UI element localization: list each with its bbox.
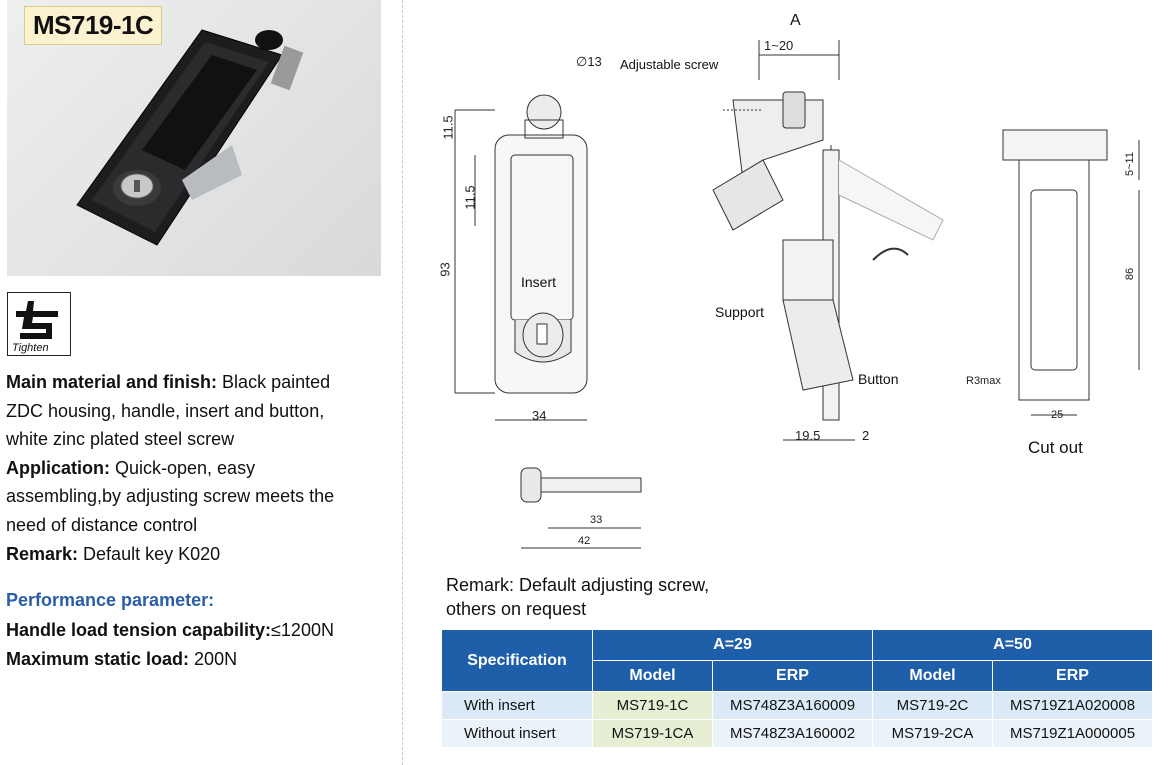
cutout-dim-25: 25	[1051, 409, 1064, 421]
material-line2: ZDC housing, handle, insert and button,	[6, 400, 325, 421]
load-value: ≤1200N	[271, 620, 334, 640]
cutout-dim-86: 86	[1124, 267, 1137, 281]
remark-line2: others on request	[446, 599, 587, 619]
dim-2: 2	[862, 428, 870, 443]
table-row: With insert MS719-1C MS748Z3A160009 MS71…	[441, 691, 1153, 720]
dim-11-5-mid: 11.5	[462, 185, 478, 210]
product-description: Main material and finish: Black painted …	[6, 368, 386, 568]
material-text: Black painted	[217, 372, 331, 392]
application-line2: assembling,by adjusting screw meets the	[6, 486, 335, 507]
remark-label: Remark:	[6, 543, 79, 564]
product-photo	[7, 0, 381, 276]
material-line3: white zinc plated steel screw	[6, 429, 235, 450]
group-header-a29: A=29	[592, 629, 873, 661]
logo-label: Tighten	[12, 342, 49, 354]
load-label: Handle load tension capability:	[6, 620, 272, 640]
row-model: MS719-1C	[592, 691, 713, 720]
row-spec: Without insert	[441, 719, 593, 748]
label-adjustable-screw: Adjustable screw	[620, 57, 719, 72]
row-spec: With insert	[441, 691, 593, 720]
group-header-a50: A=50	[872, 629, 1153, 661]
dim-range: 1~20	[764, 38, 794, 53]
cutout-dim-r3: R3max	[966, 375, 1001, 387]
performance-title: Performance parameter:	[6, 590, 215, 610]
table-row: Without insert MS719-1CA MS748Z3A160002 …	[441, 719, 1153, 748]
remark-line1: Remark: Default adjusting screw,	[446, 575, 710, 595]
screw-dim-33: 33	[590, 514, 603, 526]
row-model: MS719-1CA	[592, 719, 713, 748]
dim-93: 93	[437, 262, 453, 277]
remark-text: Default key K020	[78, 543, 221, 564]
col-model-1: Model	[592, 660, 713, 692]
screw-dim-42: 42	[578, 535, 591, 547]
row-erp: MS748Z3A160009	[712, 691, 873, 720]
col-model-2: Model	[872, 660, 993, 692]
performance-params: Handle load tension capability:≤1200N Ma…	[6, 616, 386, 673]
specification-table: Specification A=29 A=50 Model ERP Model …	[441, 629, 1153, 748]
dim-19-5: 19.5	[795, 428, 821, 443]
row-model: MS719-2C	[872, 691, 993, 720]
material-label: Main material and finish:	[6, 372, 218, 392]
row-erp: MS748Z3A160002	[712, 719, 873, 748]
label-support: Support	[715, 304, 765, 320]
dim-11-5-top: 11.5	[440, 115, 456, 140]
dim-a: A	[790, 12, 801, 29]
col-erp-2: ERP	[992, 660, 1153, 692]
label-insert: Insert	[521, 274, 557, 290]
static-label: Maximum static load:	[6, 648, 190, 669]
remark-note: Remark: Default adjusting screw, others …	[446, 573, 709, 621]
row-erp: MS719Z1A020008	[992, 691, 1153, 720]
application-text: Quick-open, easy	[110, 457, 256, 478]
row-erp: MS719Z1A000005	[992, 719, 1153, 748]
dim-34: 34	[532, 408, 547, 423]
application-label: Application:	[6, 457, 110, 478]
static-value: 200N	[189, 648, 238, 669]
product-code: MS719-1C	[24, 6, 163, 45]
label-button: Button	[858, 371, 899, 387]
application-line3: need of distance control	[6, 514, 198, 535]
spec-header: Specification	[441, 629, 593, 692]
cutout-title: Cut out	[1028, 438, 1083, 457]
technical-drawing	[454, 40, 1140, 549]
col-erp-1: ERP	[712, 660, 873, 692]
row-model: MS719-2CA	[872, 719, 993, 748]
column-divider	[402, 0, 403, 765]
tighten-icon: Tighten	[7, 292, 71, 356]
dim-diameter: ∅13	[576, 54, 602, 69]
latch-illustration	[76, 29, 304, 246]
cutout-dim-5-11: 5~11	[1123, 152, 1136, 176]
